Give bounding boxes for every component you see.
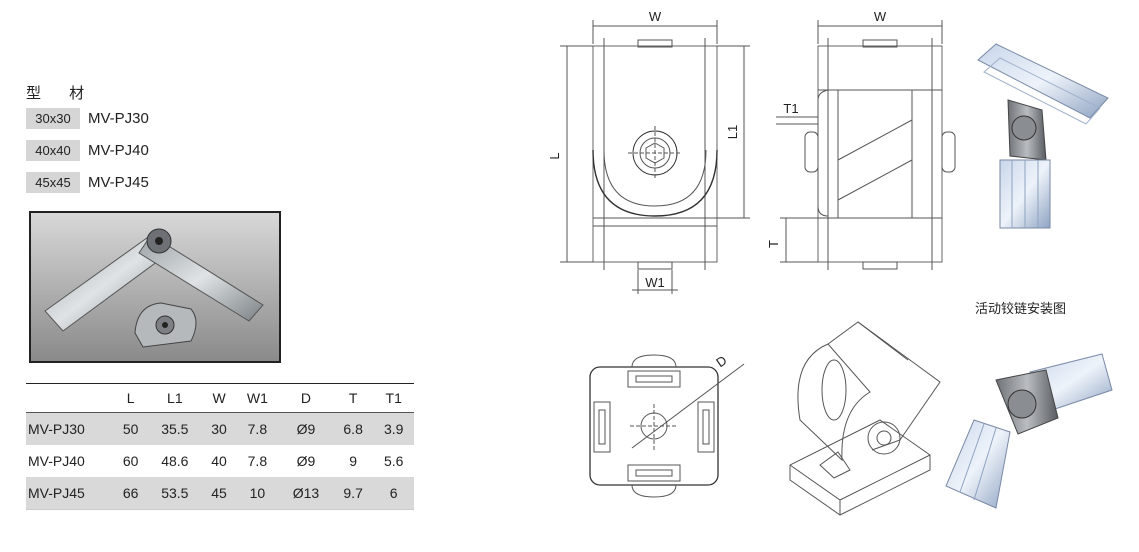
isometric-drawing (789, 321, 941, 516)
profile-size: 40x40 (26, 139, 80, 161)
side-view-drawing (804, 38, 956, 270)
spec-header-cell (26, 383, 114, 413)
profile-item: 40x40 MV-PJ40 (26, 139, 149, 161)
spec-header-cell: W1 (235, 383, 280, 413)
table-cell: 9.7 (332, 477, 374, 510)
dimension-label-t: T (766, 240, 781, 248)
dimension-label-w1: W1 (645, 275, 665, 290)
dimension-label-w: W (649, 9, 662, 24)
profile-item: 30x30 MV-PJ30 (26, 107, 149, 129)
profile-title: 型 材 (26, 85, 97, 102)
profile-model: MV-PJ30 (88, 109, 149, 127)
install-render-angled (945, 353, 1113, 509)
spec-header-cell: L1 (147, 383, 203, 413)
dimension-label-w: W (874, 9, 887, 24)
spec-header-cell: T1 (373, 383, 414, 413)
profile-size: 30x30 (26, 107, 80, 129)
table-cell: 60 (122, 453, 139, 469)
table-cell: MV-PJ40 (28, 453, 85, 469)
table-cell: 66 (114, 477, 148, 510)
profile-item: 45x45 MV-PJ45 (26, 171, 149, 193)
table-cell: 45 (202, 477, 236, 510)
technical-drawing: W W L L1 W1 T1 T D (547, 9, 1113, 516)
table-cell: 7.8 (235, 412, 280, 445)
dimension-label-d: D (713, 352, 729, 370)
spec-table: L L1 W W1 D T T1 MV-PJ30 50 35.5 30 7.8 … (26, 383, 414, 510)
table-cell: MV-PJ45 (26, 477, 114, 510)
table-cell: 53.5 (147, 477, 203, 510)
front-view-drawing (592, 38, 718, 270)
spec-header-cell: W (202, 383, 236, 413)
table-row: MV-PJ30 50 35.5 30 7.8 Ø9 6.8 3.9 (26, 412, 414, 445)
table-cell: Ø9 (296, 453, 316, 469)
table-cell: 3.9 (373, 412, 414, 445)
table-cell: 30 (202, 412, 236, 445)
spec-header-cell: T (332, 383, 374, 413)
dimension-label-t1: T1 (783, 101, 798, 116)
top-view-drawing (589, 354, 719, 498)
dimension-label-l1: L1 (725, 125, 740, 139)
table-cell: 48.6 (161, 453, 189, 469)
table-cell: 6 (373, 477, 414, 510)
product-photo (29, 211, 281, 363)
dimension-label-l: L (547, 152, 562, 159)
profile-model: MV-PJ40 (88, 141, 149, 159)
table-cell: 35.5 (147, 412, 203, 445)
table-cell: Ø13 (279, 477, 333, 510)
spec-header-cell: D (279, 383, 333, 413)
table-cell: 50 (114, 412, 148, 445)
table-cell: 5.6 (383, 453, 404, 469)
profile-model: MV-PJ45 (88, 173, 149, 191)
install-caption: 活动铰链安装图 (975, 301, 1067, 316)
profile-size: 45x45 (26, 171, 80, 193)
spec-header-cell: L (114, 383, 148, 413)
spec-header-row: L L1 W W1 D T T1 (26, 383, 414, 413)
table-row: MV-PJ45 66 53.5 45 10 Ø13 9.7 6 (26, 477, 414, 510)
table-cell: 6.8 (332, 412, 374, 445)
table-cell: MV-PJ30 (26, 412, 114, 445)
table-cell: Ø9 (279, 412, 333, 445)
table-cell: 7.8 (247, 453, 268, 469)
table-cell: 40 (211, 453, 227, 469)
table-cell: 10 (235, 477, 280, 510)
table-cell: 9 (349, 453, 358, 469)
table-row: MV-PJ40 60 48.6 40 7.8 Ø9 9 5.6 (26, 445, 414, 477)
install-render-upright (977, 43, 1109, 229)
